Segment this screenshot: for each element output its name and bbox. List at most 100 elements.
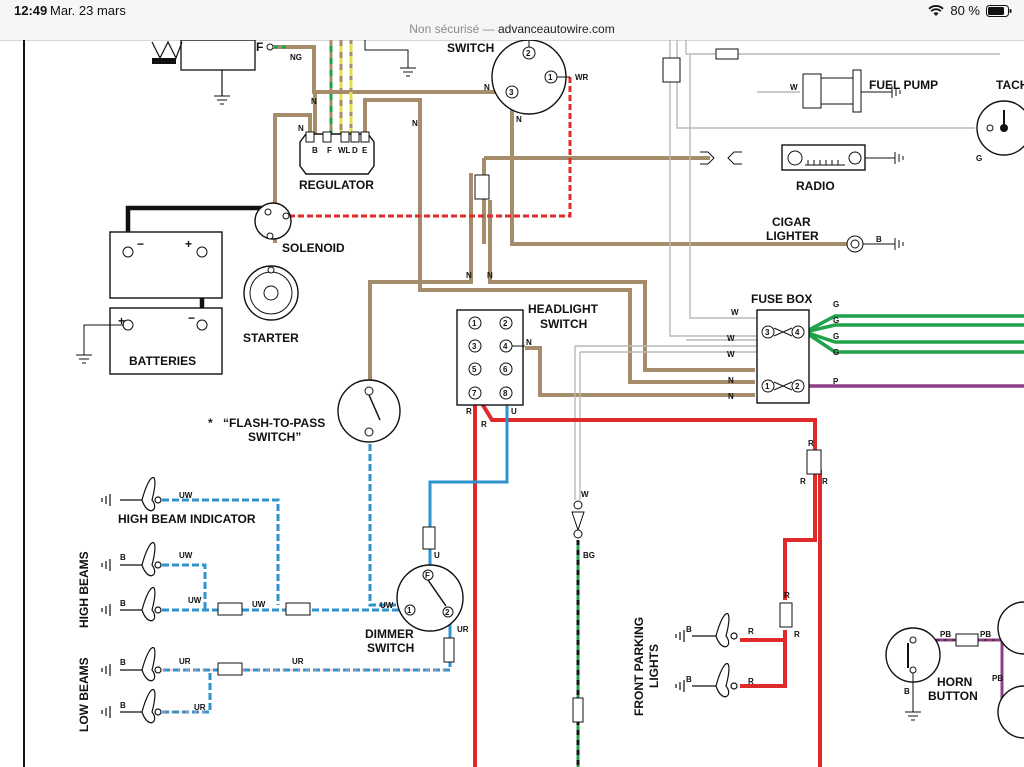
bulb-icon [101,689,162,724]
high-beam-indicator-label: HIGH BEAM INDICATOR [118,512,256,526]
wire-label-g: G [833,348,839,357]
wire-label-b: B [120,701,126,710]
hl-term-2: 2 [503,319,508,328]
batteries: − + + − BATTERIES [76,231,223,375]
wire-label-b: B [120,553,126,562]
ignition-switch: 2 1 3 SWITCH WR N N [447,39,589,124]
reg-term-d: D [352,146,358,155]
status-date: Mar. 23 mars [50,3,126,18]
bg-bulb [571,500,585,723]
starter-label: STARTER [243,331,299,345]
wire-label-n: N [484,83,490,92]
wire-label-w: W [581,490,589,499]
starter: STARTER [243,265,299,345]
bulbs-left [101,477,162,724]
flash-to-pass-switch: * “FLASH-TO-PASS SWITCH” [208,379,401,444]
blue-wires [162,395,509,714]
hl-term-7: 7 [472,389,477,398]
status-time: 12:49 [14,3,48,18]
horn-label-2: BUTTON [928,689,978,703]
wire-label-b: B [686,675,692,684]
wire-label-w: W [727,334,735,343]
bulb-icon [101,647,162,682]
dimmer-term-1: 1 [407,606,412,615]
ign-terminal-2: 2 [526,49,531,58]
wire-label-f: F [256,40,263,54]
status-right: 80 % [928,3,1012,18]
battery-minus: − [137,237,144,251]
top-left-partial: F NG [151,39,302,105]
cigar-lighter: CIGAR LIGHTER B [766,215,904,253]
wire-label-u: U [434,551,440,560]
wire-label-ur: UR [194,703,206,712]
dimmer-label-2: SWITCH [367,641,414,655]
hl-term-5: 5 [472,365,477,374]
inline-fuse [474,174,490,200]
low-beams-label: LOW BEAMS [77,657,91,732]
wire-label-ng: NG [290,53,302,62]
cigar-label-1: CIGAR [772,215,811,229]
wire-label-b: B [904,687,910,696]
reg-term-b: B [312,146,318,155]
wire-label-n: N [412,119,418,128]
flash-label-2: SWITCH” [248,430,301,444]
beam-connectors [217,602,311,676]
wire-label-r: R [748,627,754,636]
wiring-diagram: F NG [0,39,1024,767]
security-status: Non sécurisé — [409,22,495,36]
wire-label-n: N [728,392,734,401]
battery-plus: + [185,237,192,251]
hl-term-4: 4 [503,342,508,351]
wire-label-pb: PB [980,630,991,639]
wire-label-g: G [976,154,982,163]
front-parking-lights: FRONT PARKING LIGHTS B B R R R R R R R [632,439,828,716]
high-beams-label: HIGH BEAMS [77,551,91,628]
wifi-icon [928,4,944,16]
url-domain[interactable]: advanceautowire.com [497,22,615,36]
ign-terminal-1: 1 [548,73,553,82]
grey-wires [574,40,1000,500]
wire-label-r: R [748,677,754,686]
fuel-pump-label: FUEL PUMP [869,78,938,92]
reg-term-wl: WL [338,146,351,155]
wire-label-uw: UW [252,600,266,609]
wire-label-uw: UW [179,491,193,500]
bulb-icon [101,542,162,577]
wire-label-wr: WR [575,73,589,82]
wire-label-r: R [466,407,472,416]
wire-label-n: N [487,271,493,280]
horn-label-1: HORN [937,675,972,689]
dimmer-label-1: DIMMER [365,627,414,641]
wire-label-b: B [876,235,882,244]
wire-label-ur: UR [457,625,469,634]
wire-label-r: R [794,630,800,639]
wire-label-pb: PB [992,674,1003,683]
battery-percent: 80 % [950,3,980,18]
hl-term-1: 1 [472,319,477,328]
wire-label-n: N [298,124,304,133]
wire-label-w: W [790,83,798,92]
fuse-term-1: 1 [765,382,770,391]
flash-label-1: “FLASH-TO-PASS [223,416,325,430]
front-parking-label-1: FRONT PARKING [632,617,646,716]
headlight-switch: 1 2 3 4 5 6 7 8 HEADLIGHT SWITCH N R U R [456,302,599,429]
fuel-pump: W FUEL PUMP [662,48,938,113]
wire-label-g: G [833,316,839,325]
wire-label-uw: UW [179,551,193,560]
wire-label-r: R [822,477,828,486]
hl-term-6: 6 [503,365,508,374]
wire-label-r: R [784,591,790,600]
wire-label-n: N [311,97,317,106]
green-wires [804,314,1024,354]
wire-label-w: W [727,350,735,359]
reg-term-f: F [327,146,332,155]
wire-label-ur: UR [292,657,304,666]
address-bar[interactable]: Non sécurisé — advanceautowire.com [0,22,1024,41]
striped-wires [274,40,353,134]
ios-status-bar: 12:49 Mar. 23 mars 80 % [0,0,1024,22]
asterisk: * [208,416,213,430]
wire-label-r: R [800,477,806,486]
wire-label-g: G [833,300,839,309]
regulator-label: REGULATOR [299,178,374,192]
wire-label-b: B [120,658,126,667]
